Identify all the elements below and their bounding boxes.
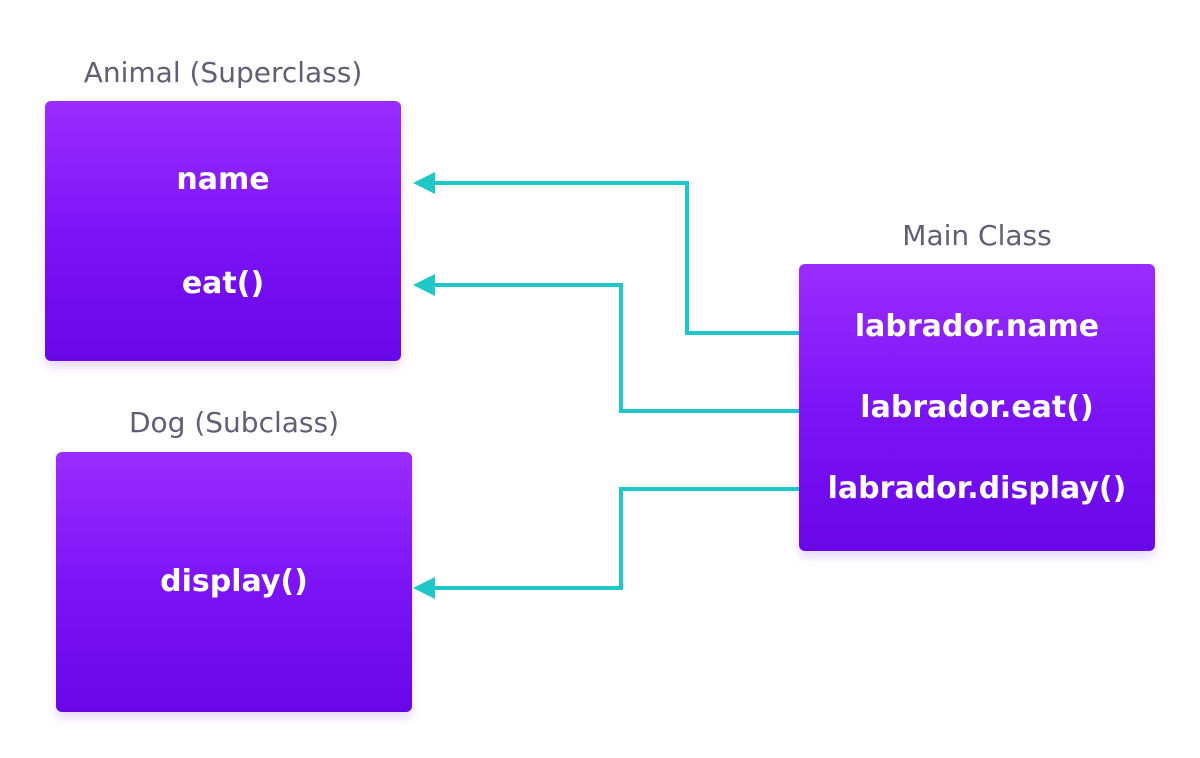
animal-member-name: name — [176, 162, 270, 197]
connector-labrador-eat-to-eat — [432, 283, 799, 413]
animal-superclass-box: name eat() — [45, 101, 401, 361]
connector-labrador-name-to-name — [432, 181, 799, 335]
arrowhead-display — [413, 577, 435, 599]
dog-member-display: display() — [160, 564, 308, 599]
animal-member-eat: eat() — [181, 266, 265, 301]
arrowhead-name — [413, 172, 435, 194]
main-member-labrador-display: labrador.display() — [827, 471, 1127, 506]
arrowhead-eat — [413, 274, 435, 296]
main-member-labrador-name: labrador.name — [854, 309, 1100, 344]
dog-subclass-box: display() — [56, 452, 412, 712]
connector-labrador-display-to-display — [432, 487, 799, 590]
dog-subclass-title: Dog (Subclass) — [128, 406, 339, 439]
animal-superclass-title: Animal (Superclass) — [83, 56, 363, 89]
main-class-box: labrador.name labrador.eat() labrador.di… — [799, 264, 1155, 551]
main-class-title: Main Class — [902, 219, 1052, 252]
main-member-labrador-eat: labrador.eat() — [860, 390, 1094, 425]
